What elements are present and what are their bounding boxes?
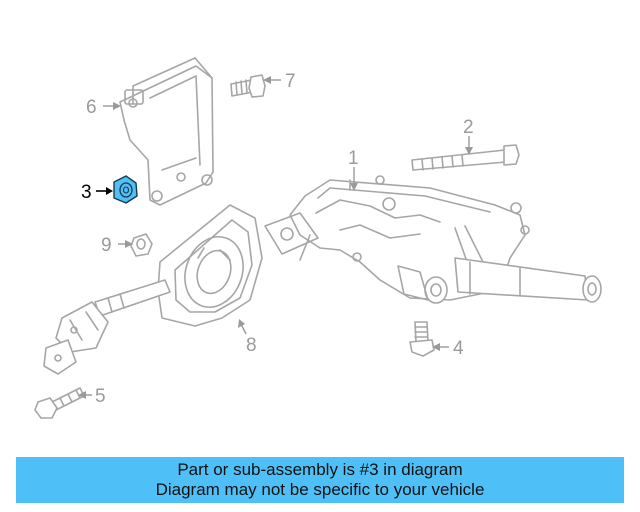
arrowhead-8 [238, 319, 245, 328]
arrowhead-1 [350, 183, 358, 191]
arrowhead-7 [263, 76, 271, 84]
leader-line-3 [96, 187, 113, 195]
callout-9: 9 [101, 235, 112, 256]
arrowhead-5 [78, 391, 86, 399]
callout-1: 1 [348, 148, 359, 169]
parts-diagram: 1 2 3 4 5 6 7 8 9 [34, 57, 602, 419]
callout-6: 6 [86, 97, 97, 118]
callout-5: 5 [95, 386, 106, 407]
info-banner: Part or sub-assembly is #3 in diagram Di… [16, 457, 624, 503]
bolt-part-5[interactable] [34, 387, 85, 419]
nut-part-3-highlighted[interactable] [113, 175, 138, 204]
bolt-part-7[interactable] [230, 74, 266, 98]
banner-line-2: Diagram may not be specific to your vehi… [155, 480, 485, 499]
callout-4: 4 [453, 338, 464, 359]
intermediate-shaft[interactable] [43, 279, 171, 375]
bolt-part-2[interactable] [411, 144, 520, 171]
arrowhead-9 [125, 240, 133, 248]
steering-column-part-1[interactable] [264, 175, 602, 304]
bolt-part-4[interactable] [409, 321, 435, 357]
callout-3: 3 [81, 182, 92, 203]
arrowhead-4 [432, 343, 440, 351]
banner-line-1: Part or sub-assembly is #3 in diagram [177, 460, 463, 479]
arrowhead-2 [465, 147, 473, 155]
callout-7: 7 [285, 71, 296, 92]
callout-2: 2 [463, 117, 474, 138]
nut-part-9[interactable] [130, 233, 153, 257]
callout-8: 8 [246, 335, 257, 356]
bracket-part-6[interactable] [119, 57, 214, 206]
arrowhead-6 [113, 102, 121, 110]
boot-part-8[interactable] [157, 204, 263, 327]
